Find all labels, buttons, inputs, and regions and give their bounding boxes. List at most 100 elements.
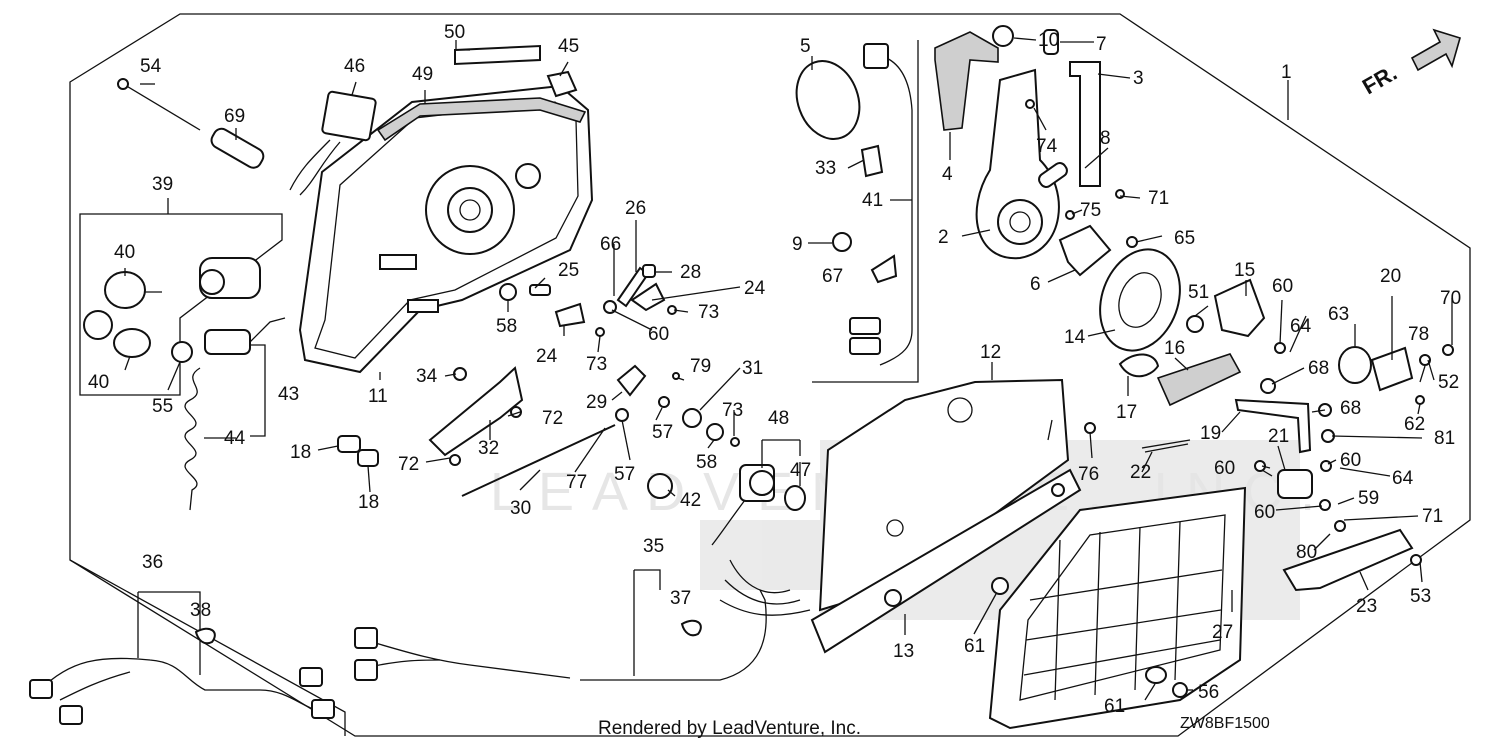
callout-20: 20 (1380, 266, 1401, 287)
part-handle-grip-4 (934, 31, 999, 131)
callout-35: 35 (643, 536, 664, 557)
part-grommet-61a (991, 577, 1009, 595)
part-sleeve-69 (210, 127, 265, 169)
callout-6: 6 (1030, 274, 1041, 295)
callout-38: 38 (190, 600, 211, 621)
part-washer-61b (1145, 666, 1167, 684)
callout-1: 1 (1281, 62, 1292, 83)
callout-69: 69 (224, 106, 245, 127)
callout-41: 41 (862, 190, 883, 211)
callout-44: 44 (224, 428, 246, 449)
callout-23: 23 (1356, 596, 1377, 617)
part-cover-strip (376, 97, 587, 142)
part-clip-17 (1118, 353, 1160, 378)
part-neutral-switch-48 (711, 464, 775, 546)
callout-57b: 57 (614, 464, 635, 485)
callout-51: 51 (1188, 282, 1209, 303)
callout-4: 4 (942, 164, 953, 185)
part-pin-8 (1038, 162, 1068, 188)
part-ring-40 (83, 310, 113, 340)
callout-74: 74 (1036, 136, 1058, 157)
callout-33: 33 (815, 158, 836, 179)
callout-19: 19 (1200, 423, 1221, 444)
callout-53: 53 (1410, 586, 1431, 607)
sub-frame-left (69, 559, 346, 736)
part-spring-25 (529, 284, 551, 296)
callout-72a: 72 (542, 408, 563, 429)
callout-labels: 1 2 3 4 5 6 7 8 9 10 11 12 13 14 15 16 1… (88, 22, 1461, 717)
part-cover-20 (1370, 346, 1414, 392)
part-washer-58a (499, 283, 517, 301)
callout-68a: 68 (1308, 358, 1329, 379)
part-plate-24a (630, 282, 666, 312)
callout-81: 81 (1434, 428, 1455, 449)
callout-80: 80 (1296, 542, 1317, 563)
callout-16: 16 (1164, 338, 1185, 359)
part-key-40a (104, 271, 162, 309)
callout-40b: 40 (88, 372, 109, 393)
callout-77: 77 (566, 472, 587, 493)
callout-54: 54 (140, 56, 162, 77)
callout-2: 2 (938, 227, 949, 248)
part-screw-73a (595, 327, 605, 337)
part-lanyard-coil (184, 367, 201, 511)
callout-3: 3 (1133, 68, 1144, 89)
key-group-box (79, 213, 283, 396)
callout-22: 22 (1130, 462, 1151, 483)
callout-27: 27 (1212, 622, 1233, 643)
callout-12: 12 (980, 342, 1001, 363)
part-harness-36 (29, 591, 335, 725)
callout-76: 76 (1078, 464, 1099, 485)
part-gasket-16 (1156, 353, 1242, 407)
callout-5: 5 (800, 36, 811, 57)
part-pin-79 (672, 372, 680, 380)
callout-49: 49 (412, 64, 433, 85)
part-rod-30 (461, 424, 616, 497)
part-stop-switch (204, 317, 286, 355)
callout-7: 7 (1096, 34, 1107, 55)
callout-62: 62 (1404, 414, 1425, 435)
callout-24a: 24 (744, 278, 766, 299)
part-grommet-9 (832, 232, 852, 252)
part-28 (642, 264, 656, 278)
part-spring-22 (1141, 439, 1191, 453)
hardware-right (1025, 99, 1454, 566)
part-bracket-32 (428, 366, 524, 457)
callout-72b: 72 (398, 454, 419, 475)
callout-58b: 58 (696, 452, 717, 473)
part-screw-72b (449, 454, 461, 466)
callout-8: 8 (1100, 128, 1111, 149)
callout-25: 25 (558, 260, 579, 281)
part-main-case (298, 84, 594, 374)
callout-50: 50 (444, 22, 465, 43)
part-arm-23 (1282, 528, 1414, 592)
part-switch-46 (289, 90, 377, 196)
leader-lines (124, 37, 1453, 701)
part-nut-55 (171, 341, 193, 363)
callout-60b: 60 (1272, 276, 1293, 297)
part-cap-10 (992, 25, 1014, 47)
callout-63: 63 (1328, 304, 1349, 325)
callout-17: 17 (1116, 402, 1137, 423)
callout-71a: 71 (1148, 188, 1169, 209)
callout-66: 66 (600, 234, 621, 255)
part-panel-13 (810, 468, 1082, 654)
callout-71b: 71 (1422, 506, 1443, 527)
callout-70: 70 (1440, 288, 1461, 309)
part-screw-73c (730, 437, 740, 447)
part-gear-42 (647, 473, 673, 499)
part-plate-15 (1213, 278, 1266, 338)
part-ring-63 (1338, 346, 1372, 384)
callout-30: 30 (510, 498, 531, 519)
part-grid-panel-27 (988, 486, 1247, 730)
part-harness-41 (849, 43, 913, 366)
callout-65: 65 (1174, 228, 1195, 249)
callout-13: 13 (893, 641, 914, 662)
part-bracket-3 (1069, 61, 1101, 187)
part-nut-56 (1172, 682, 1188, 698)
front-direction-arrow: FR. (1358, 28, 1461, 99)
part-strip-50 (454, 44, 541, 66)
part-washer-58b (706, 423, 724, 441)
callout-60d: 60 (1340, 450, 1361, 471)
callout-9: 9 (792, 234, 803, 255)
